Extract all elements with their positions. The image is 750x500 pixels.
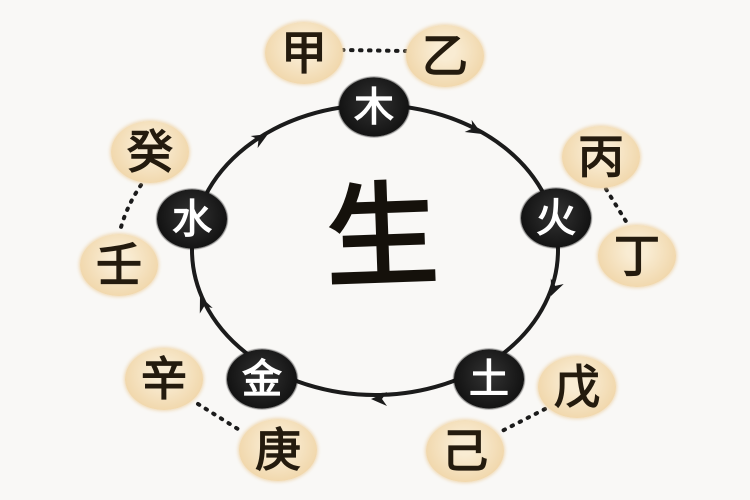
stem-xin-label: 辛	[141, 352, 187, 406]
stem-wu-label: 戊	[554, 360, 600, 414]
arrow-earth-to-metal-icon	[371, 392, 387, 406]
stem-bing: 丙	[562, 126, 640, 188]
connector-jia-yi	[340, 48, 410, 53]
stem-ji: 己	[426, 420, 504, 482]
stem-gui: 癸	[111, 121, 189, 183]
element-earth: 土	[454, 349, 524, 409]
element-metal: 金	[227, 349, 297, 409]
connector-gui-ren	[118, 183, 143, 233]
stem-ji-label: 己	[442, 424, 488, 478]
stem-geng-label: 庚	[255, 423, 301, 477]
element-wood-label: 木	[354, 83, 394, 130]
stem-ren: 壬	[80, 234, 158, 296]
element-water-label: 水	[172, 195, 212, 242]
stem-jia-label: 甲	[281, 26, 327, 80]
stem-bing-label: 丙	[578, 130, 624, 184]
stem-connectors	[118, 48, 629, 433]
stem-wu: 戊	[538, 356, 616, 418]
element-fire: 火	[521, 188, 591, 248]
connector-wu-ji	[500, 407, 547, 433]
stem-yi: 乙	[406, 25, 484, 87]
stem-yi-label: 乙	[422, 29, 468, 83]
stem-ren-label: 壬	[96, 238, 142, 292]
stem-xin: 辛	[125, 348, 203, 410]
arrow-metal-to-water-icon	[199, 296, 213, 314]
arrow-wood-to-fire-icon	[464, 119, 482, 134]
element-metal-label: 金	[242, 355, 282, 402]
element-water: 水	[157, 189, 227, 249]
arrow-fire-to-earth-icon	[550, 278, 564, 296]
connector-bing-ding	[604, 187, 629, 225]
stem-ding-label: 丁	[614, 229, 660, 283]
element-wood: 木	[339, 77, 409, 137]
arrow-water-to-wood-icon	[250, 134, 268, 149]
element-earth-label: 土	[469, 355, 509, 402]
cycle-arrows	[199, 119, 564, 406]
stem-geng: 庚	[239, 419, 317, 481]
element-fire-label: 火	[536, 194, 576, 241]
stem-gui-label: 癸	[127, 125, 173, 179]
stem-jia: 甲	[265, 22, 343, 84]
center-sheng-character: 生	[323, 169, 441, 305]
connector-xin-geng	[196, 402, 243, 433]
stem-ding: 丁	[598, 225, 676, 287]
